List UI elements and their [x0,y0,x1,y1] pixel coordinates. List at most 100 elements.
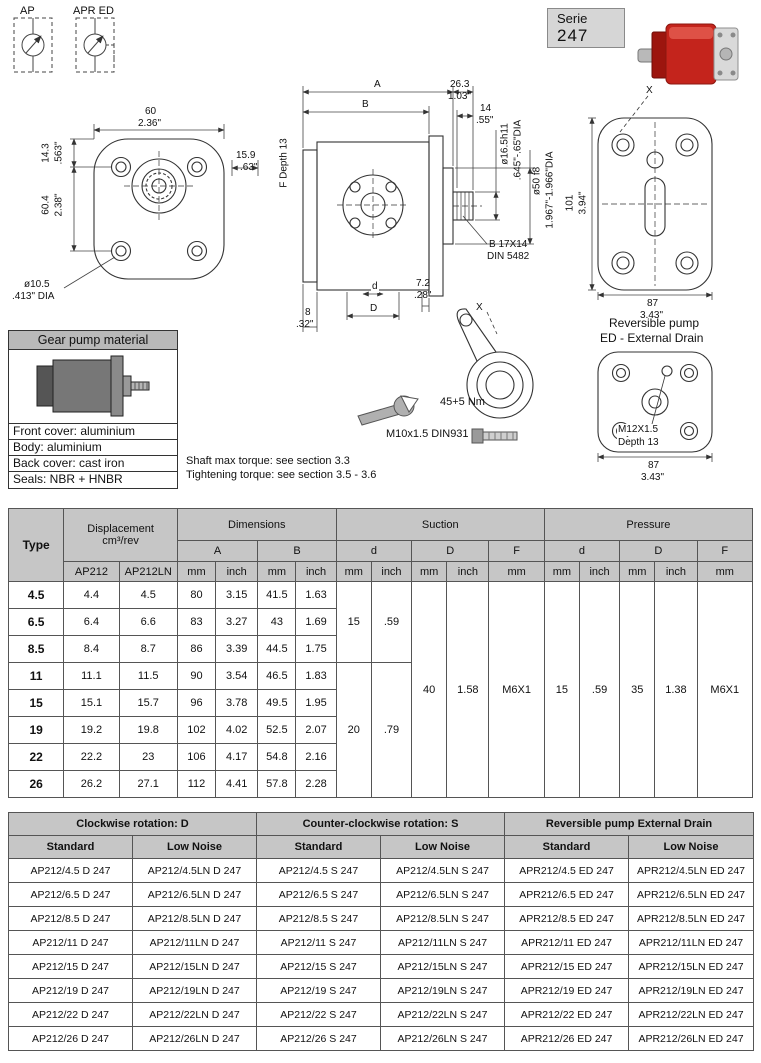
table-row: 8.5 8.4 8.7 86 3.39 44.5 1.75 [7,635,753,663]
apr-ed-symbol [75,17,115,73]
order-cell: APR212/26LN ED 247 [628,1026,755,1051]
order-cell: APR212/19 ED 247 [504,978,630,1003]
order-cell: AP212/6.5LN S 247 [379,882,506,907]
cell: 15.7 [118,689,178,717]
torque-value-label: 45+5 Nm [440,396,485,408]
table-row: 22 22.2 23 106 4.17 54.8 2.16 [7,743,753,771]
cell: 102 [176,716,217,744]
table-row: 4.5 4.4 4.5 80 3.15 41.5 1.63 15 .59 40 … [7,581,754,798]
serie-badge: Serie 247 [547,8,625,48]
apr-ed-symbol-label: APR ED [73,5,114,17]
cell: 19.2 [63,716,120,744]
pump-profile-drawing [9,350,177,424]
cell: 3.15 [215,581,259,609]
cell: 8.4 [63,635,120,663]
cell: M6X1 [488,581,545,798]
order-cell: AP212/19 D 247 [8,978,133,1003]
order-cell: AP212/6.5 D 247 [8,882,133,907]
table-row: AP212/22 D 247 AP212/22LN D 247 AP212/22… [8,1002,755,1027]
group-header-clockwise: Clockwise rotation: D [8,812,257,836]
material-box-title: Gear pump material [9,331,177,350]
ed-view-drawing [597,351,713,453]
cell: 1.38 [654,581,698,798]
serie-label: Serie [557,11,588,26]
technical-drawing-canvas [13,17,739,462]
unit-header: inch [370,561,413,582]
order-cell: AP212/6.5LN D 247 [132,882,257,907]
product-photo [637,23,739,85]
table-row: 26 26.2 27.1 112 4.41 57.8 2.28 [7,770,753,798]
cell: 6.4 [63,608,120,636]
table-row: AP212/8.5 D 247 AP212/8.5LN D 247 AP212/… [8,906,755,931]
order-cell: APR212/11LN ED 247 [628,930,755,955]
order-cell: APR212/26 ED 247 [504,1026,630,1051]
cell: 19.8 [118,716,178,744]
cell: 23 [118,743,178,771]
front-view-dimension-lines [63,124,259,289]
dimension-table: Type Displacement cm³/rev Dimensions Suc… [7,508,754,798]
col-header-suction-d: d [335,540,413,562]
cell: .79 [370,662,413,798]
port-depth-in-label: .28" [414,290,432,301]
order-cell: APR212/15 ED 247 [504,954,630,979]
cell: 27.1 [118,770,178,798]
cell: 8.7 [118,635,178,663]
side-view-dimension-lines [302,86,534,332]
cell: 8.5 [7,635,65,663]
sub-header: Standard [256,835,381,859]
cell: 22.2 [63,743,120,771]
cell: 4.5 [7,581,65,609]
note-tightening-torque: Tightening torque: see section 3.5 - 3.6 [186,469,377,481]
cell: 26 [7,770,65,798]
f-depth-label: F Depth 13 [278,138,290,188]
unit-header: mm [488,561,545,582]
unit-header: mm [543,561,580,582]
ed-depth-label: Depth 13 [617,437,660,449]
front-offset-mm-label: 14.3 [40,143,52,163]
order-cell: APR212/6.5 ED 247 [504,882,630,907]
order-cell: APR212/11 ED 247 [504,930,630,955]
order-cell: AP212/11 D 247 [8,930,133,955]
order-cell: AP212/11 S 247 [256,930,381,955]
table-row: 15 15.1 15.7 96 3.78 49.5 1.95 [7,689,753,717]
order-cell: AP212/4.5LN S 247 [379,858,506,883]
cell: 112 [176,770,217,798]
spline-length-mm-label: 14 [480,103,492,114]
section-x-label-back: X [646,85,653,96]
cell: 26.2 [63,770,120,798]
order-cell: APR212/22 ED 247 [504,1002,630,1027]
col-header-pressure-d: d [543,540,621,562]
wrench-icon [357,395,419,426]
order-cell: AP212/15 D 247 [8,954,133,979]
section-x-detail-drawing [456,308,534,419]
front-height-in-label: 2.38" [53,193,65,217]
shaft-diameter-label: ø16.5h11 [499,123,511,165]
order-cell: AP212/26LN S 247 [379,1026,506,1051]
order-cell: AP212/11LN S 247 [379,930,506,955]
order-cell: AP212/4.5LN D 247 [132,858,257,883]
cell: 43 [257,608,297,636]
unit-header: inch [295,561,337,582]
cell: 6.6 [118,608,178,636]
rear-cover-in-label: .32" [296,319,314,330]
order-cell: AP212/6.5 S 247 [256,882,381,907]
back-height-mm-label: 101 [564,194,576,212]
order-cell: AP212/22 D 247 [8,1002,133,1027]
cell: 44.5 [257,635,297,663]
port-d-label: d [371,281,379,293]
front-view-drawing [93,138,225,280]
cell: 80 [176,581,217,609]
cell: 4.02 [215,716,259,744]
table-row: AP212/4.5 D 247 AP212/4.5LN D 247 AP212/… [8,858,755,883]
cell: 3.78 [215,689,259,717]
side-view-drawing [302,135,482,297]
cell: 15 [7,689,65,717]
ed-view-dimension-lines [597,453,713,462]
pilot-diameter-label: ø50 f8 [531,166,543,196]
col-header-pressure: Pressure [543,508,754,541]
ordering-code-table: Clockwise rotation: D Counter-clockwise … [8,812,755,1051]
order-cell: APR212/6.5LN ED 247 [628,882,755,907]
front-boss-mm-label: 15.9 [236,150,256,161]
cell: 4.4 [63,581,120,609]
